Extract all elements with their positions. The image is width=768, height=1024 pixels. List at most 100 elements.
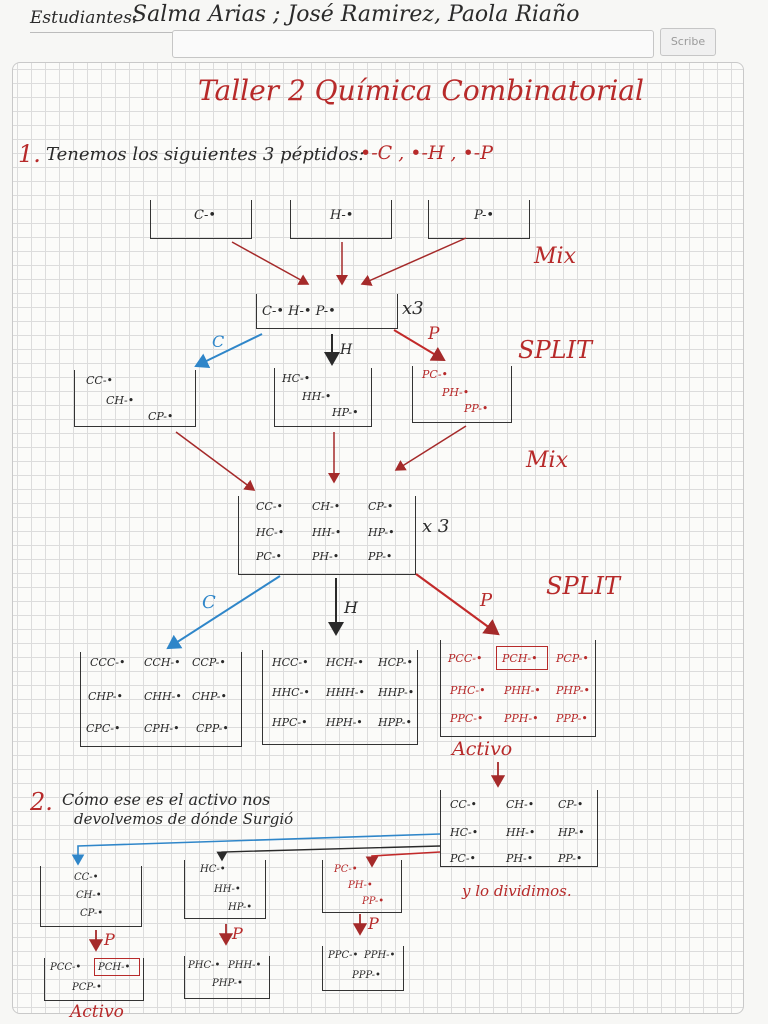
split-label-2: SPLIT [546, 572, 621, 600]
sp-2: PP-• [362, 896, 385, 907]
s4p-0-0: PCC-• [448, 652, 483, 665]
arrow-split-c-2 [166, 575, 281, 650]
cell-ch: CH-• [106, 394, 135, 407]
q2g-0-2: CP-• [558, 798, 584, 811]
question1-number: 1. [18, 140, 41, 168]
name-input-box[interactable] [172, 30, 654, 58]
s4h-0-1: HCH-• [326, 656, 364, 669]
mixed-beaker-1 [256, 294, 398, 329]
sh-2: HP-• [228, 902, 253, 913]
s4p-0-1: PCH-• [502, 652, 538, 665]
s4h-0-0: HCC-• [272, 656, 309, 669]
sp-0: PC-• [334, 864, 358, 875]
scribe-button[interactable]: Scribe [660, 28, 716, 56]
s4p-1-2: PHP-• [556, 684, 590, 697]
question1-peptides: •-C , •-H , •-P [360, 142, 494, 164]
p-label-p: P [368, 914, 379, 933]
result-beaker-h [184, 956, 270, 999]
q2g-1-2: HP-• [558, 826, 585, 839]
s4h-0-2: HCP-• [378, 656, 414, 669]
arrows-step1-mix [231, 237, 467, 286]
s4p-0-2: PCP-• [556, 652, 589, 665]
sp-1: PH-• [348, 880, 373, 891]
s4p-2-2: PPP-• [556, 712, 588, 725]
s4h-1-2: HHP-• [378, 686, 415, 699]
sc-1: CH-• [76, 890, 102, 901]
small-beaker-h [184, 860, 266, 919]
s4h-1-1: HHH-• [326, 686, 365, 699]
p-label-c: P [104, 930, 115, 949]
rc-0: PCC-• [50, 962, 82, 973]
result-beaker-c [44, 958, 144, 1001]
times-label-1: x3 [402, 298, 424, 319]
beaker-p [428, 200, 530, 239]
cell-cp: CP-• [148, 410, 174, 423]
cell-pp: PP-• [464, 402, 489, 415]
s4h-2-1: HPH-• [326, 716, 363, 729]
mixed-beaker-2 [238, 496, 416, 575]
divide-label: y lo dividimos. [462, 882, 572, 900]
s4c-0-0: CCC-• [90, 656, 126, 669]
q2g-0-0: CC-• [450, 798, 478, 811]
active-label-2: Activo [70, 1002, 124, 1022]
active-result-box [94, 958, 140, 976]
beaker-p-step4 [440, 640, 596, 737]
rh-0: PHC-• [188, 960, 221, 971]
s4c-1-0: CHP-• [88, 690, 124, 703]
sh-0: HC-• [200, 864, 226, 875]
sh-1: HH-• [214, 884, 241, 895]
grid3-0-0: CC-• [256, 500, 284, 513]
arrow-back-blue [71, 833, 441, 866]
mixed-beaker-1-label: C-• H-• P-• [262, 304, 336, 319]
rh-1: PHH-• [228, 960, 262, 971]
beaker-p-label: P-• [474, 208, 495, 223]
cell-ph: PH-• [442, 386, 470, 399]
s4c-0-1: CCH-• [144, 656, 181, 669]
result-beaker-p [322, 946, 404, 991]
branch-label-h-2: H [344, 598, 358, 617]
grid-sheet [12, 62, 744, 1014]
beaker-h [290, 200, 392, 239]
q2g-2-0: PC-• [450, 852, 477, 865]
split-label-1: SPLIT [518, 336, 593, 364]
small-beaker-p [322, 860, 402, 913]
beaker-h-step4 [262, 650, 418, 745]
branch-label-c-2: C [202, 592, 216, 613]
grid3-0-1: CH-• [312, 500, 341, 513]
rp-1: PPH-• [364, 950, 396, 961]
beaker-c-step2 [74, 370, 196, 427]
small-beaker-c [40, 866, 142, 927]
arrows-step2-mix [175, 425, 467, 491]
sc-0: CC-• [74, 872, 99, 883]
branch-label-h-1: H [340, 342, 353, 358]
cell-hc: HC-• [282, 372, 311, 385]
cell-pc: PC-• [422, 368, 449, 381]
grid3-2-1: PH-• [312, 550, 340, 563]
s4c-0-2: CCP-• [192, 656, 226, 669]
question2-number: 2. [30, 788, 53, 816]
beaker-p-step2 [412, 366, 512, 423]
question2-text-line2: devolvemos de dónde Surgió [74, 810, 294, 828]
s4c-2-0: CPC-• [86, 722, 121, 735]
mix-label-1: Mix [534, 244, 576, 269]
cell-hp: HP-• [332, 406, 359, 419]
students-names: Salma Arias ; José Ramirez, Paola Riaño [132, 2, 580, 27]
rh-2: PHP-• [212, 978, 243, 989]
arrow-back-ink [216, 845, 441, 862]
active-label-1: Activo [452, 738, 513, 760]
rc-1: PCH-• [98, 962, 131, 973]
branch-label-p-1: P [428, 324, 440, 344]
s4c-1-1: CHH-• [144, 690, 182, 703]
s4p-2-1: PPH-• [504, 712, 539, 725]
s4p-2-0: PPC-• [450, 712, 484, 725]
beaker-c [150, 200, 252, 239]
s4c-2-2: CPP-• [196, 722, 229, 735]
grid3-0-2: CP-• [368, 500, 394, 513]
grid3-1-0: HC-• [256, 526, 285, 539]
students-label: Estudiantes: [30, 8, 138, 28]
beaker-h-label: H-• [330, 208, 354, 223]
q2g-2-1: PH-• [506, 852, 534, 865]
branch-label-p-2: P [480, 590, 493, 611]
